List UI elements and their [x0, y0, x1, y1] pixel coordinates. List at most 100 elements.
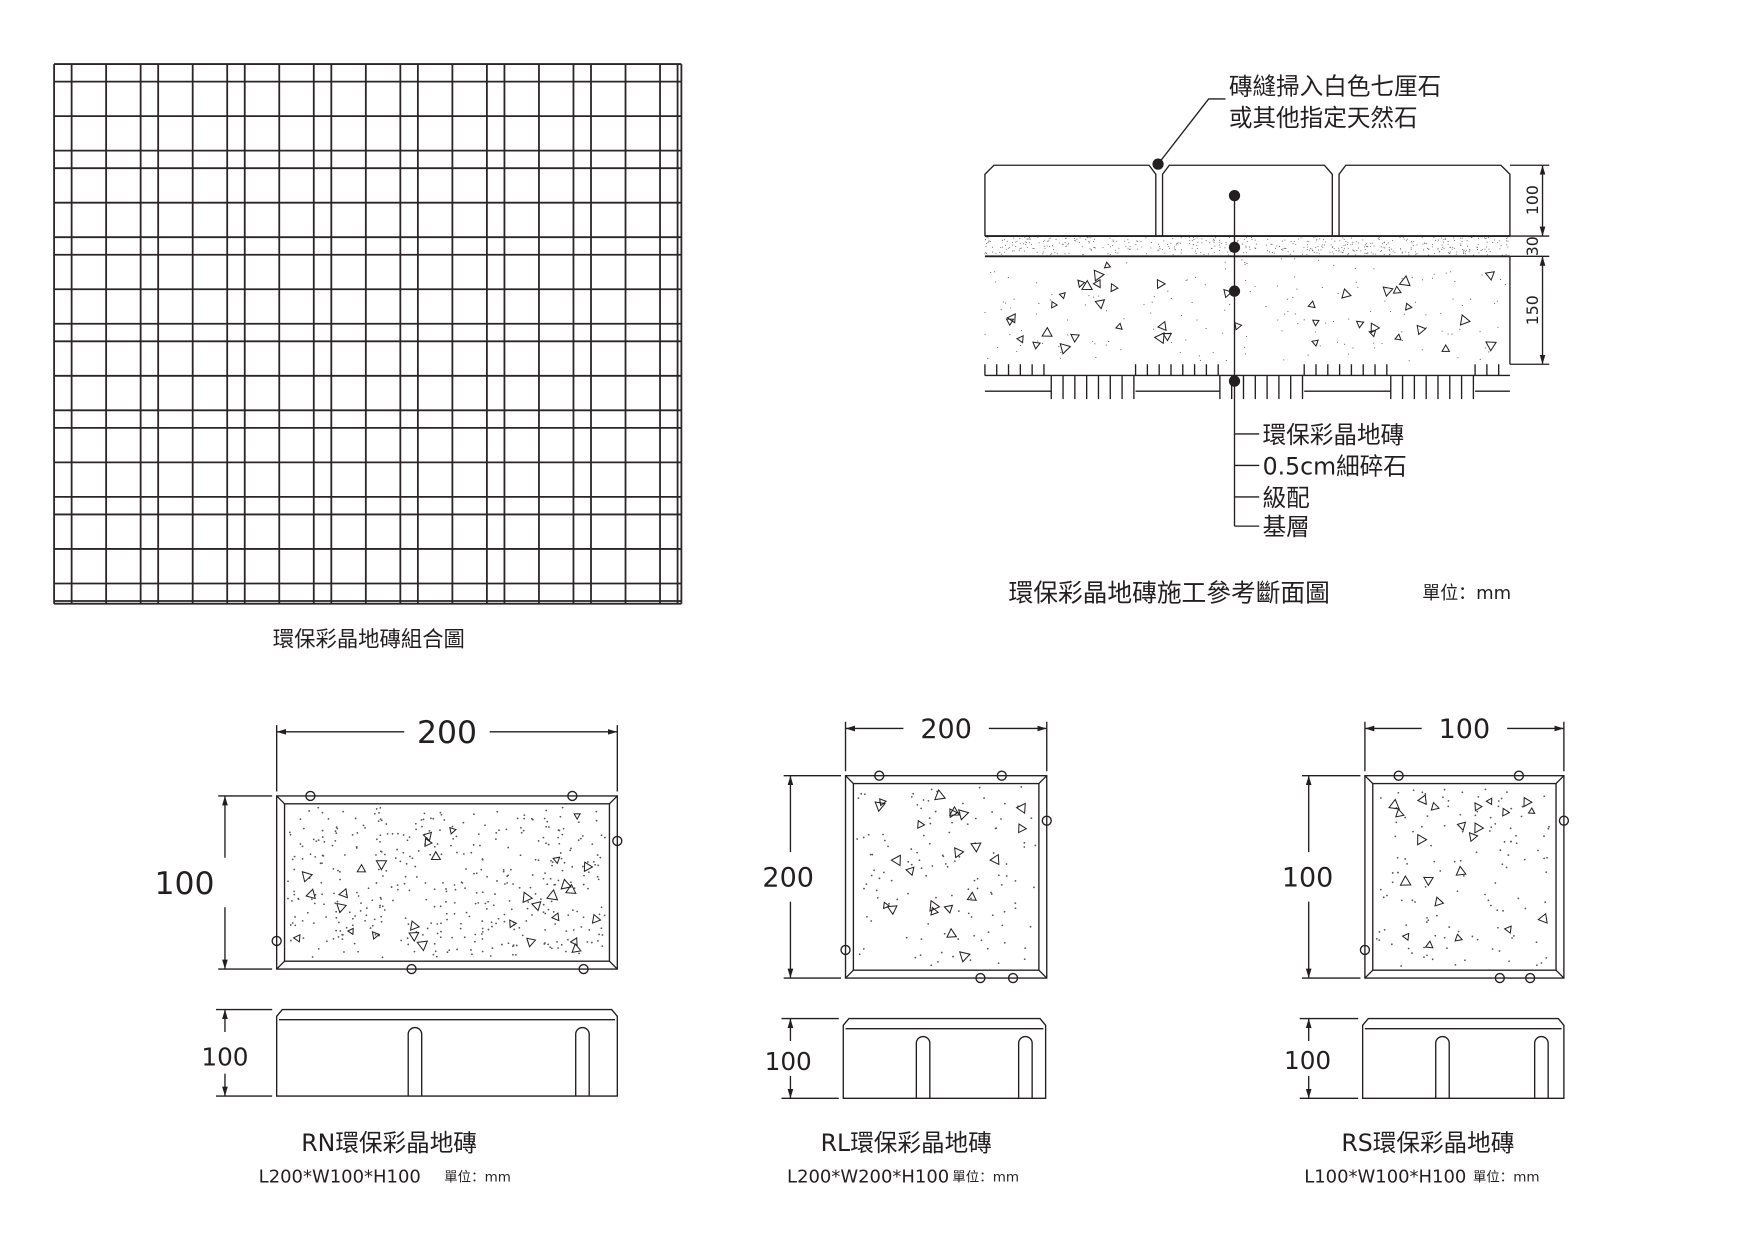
speckle: [473, 872, 475, 875]
speckle: [1372, 253, 1374, 255]
speckle: [1043, 241, 1045, 243]
speckle: [1412, 789, 1415, 792]
aggregate-mark: [356, 863, 367, 873]
speckle: [379, 850, 382, 853]
speckle: [551, 861, 554, 864]
speckle: [1404, 816, 1407, 819]
speckle: [598, 913, 601, 916]
speckle: [569, 849, 572, 852]
speckle: [957, 910, 960, 912]
speckle: [994, 827, 997, 830]
speckle: [1295, 244, 1297, 246]
speckle: [1505, 866, 1508, 869]
speckle: [962, 802, 964, 805]
speckle: [1488, 830, 1491, 832]
brick-spec: L100*W100*H100: [1304, 1167, 1466, 1188]
speckle: [1377, 238, 1379, 240]
speckle: [1058, 346, 1060, 348]
speckle: [1408, 252, 1410, 254]
speckle: [1433, 252, 1435, 254]
brick-top-outline: [844, 775, 1048, 979]
section-caption: 環保彩晶地磚施工參考斷面圖: [1009, 578, 1330, 607]
speckle: [1174, 248, 1176, 250]
aggregate-mark: [573, 813, 581, 821]
speckle: [863, 793, 866, 796]
aggregate-mark: [1223, 288, 1233, 299]
speckle: [1265, 244, 1267, 246]
speckle: [1180, 314, 1183, 316]
speckle: [1088, 295, 1090, 297]
speckle: [1416, 253, 1418, 255]
speckle: [1158, 249, 1160, 251]
brick-top-outline: [1364, 775, 1565, 979]
speckle: [980, 939, 983, 942]
speckle: [462, 853, 465, 855]
speckle: [1306, 254, 1308, 256]
speckle: [1471, 935, 1474, 938]
speckle: [942, 855, 945, 858]
speckle: [583, 874, 585, 877]
speckle: [970, 897, 972, 900]
speckle: [570, 847, 572, 850]
speckle: [1034, 844, 1037, 847]
speckle: [1090, 248, 1092, 250]
speckle: [986, 242, 988, 244]
speckle: [1213, 242, 1215, 244]
speckle: [856, 838, 859, 840]
speckle: [417, 850, 420, 852]
speckle: [473, 940, 476, 943]
speckle: [1224, 268, 1227, 270]
speckle: [1110, 246, 1112, 248]
speckle: [1364, 248, 1366, 251]
speckle: [487, 928, 490, 931]
speckle: [1175, 249, 1177, 251]
speckle: [436, 932, 439, 935]
speckle: [878, 877, 881, 880]
speckle: [554, 923, 557, 925]
speckle: [1489, 251, 1491, 253]
speckle: [967, 912, 970, 915]
speckle: [506, 875, 509, 878]
aggregate-mark: [346, 927, 354, 936]
aggregate-mark: [1395, 808, 1405, 818]
speckle: [1211, 247, 1213, 249]
speckle: [1447, 243, 1449, 245]
speckle: [1402, 236, 1404, 238]
speckle: [1543, 857, 1546, 860]
speckle: [577, 839, 580, 842]
speckle: [343, 854, 346, 856]
speckle: [421, 825, 423, 828]
speckle: [1476, 938, 1479, 941]
speckle: [1353, 250, 1355, 252]
speckle: [1035, 313, 1038, 315]
speckle: [1394, 251, 1396, 253]
speckle: [1109, 237, 1111, 239]
speckle: [402, 834, 405, 836]
speckle: [989, 240, 991, 242]
speckle: [1481, 249, 1483, 251]
speckle: [549, 946, 552, 949]
speckle: [1459, 328, 1461, 331]
speckle: [1491, 948, 1494, 950]
speckle: [1447, 240, 1449, 242]
speckle: [991, 811, 994, 813]
brick-top-outline: [275, 795, 618, 970]
speckle: [1452, 247, 1454, 249]
speckle: [481, 927, 484, 930]
aggregate-mark: [1399, 874, 1412, 886]
speckle: [1058, 242, 1060, 244]
speckle: [1505, 253, 1507, 255]
gravel-layer: [984, 258, 1511, 362]
aggregate-mark: [1341, 288, 1352, 299]
speckle: [1185, 279, 1187, 282]
speckle: [1050, 253, 1052, 255]
speckle: [1108, 340, 1110, 343]
speckle: [1449, 253, 1451, 255]
speckle: [288, 831, 291, 834]
speckle: [356, 891, 358, 894]
speckle: [974, 817, 977, 820]
speckle: [375, 854, 377, 856]
speckle: [293, 893, 296, 896]
speckle: [1408, 254, 1410, 256]
